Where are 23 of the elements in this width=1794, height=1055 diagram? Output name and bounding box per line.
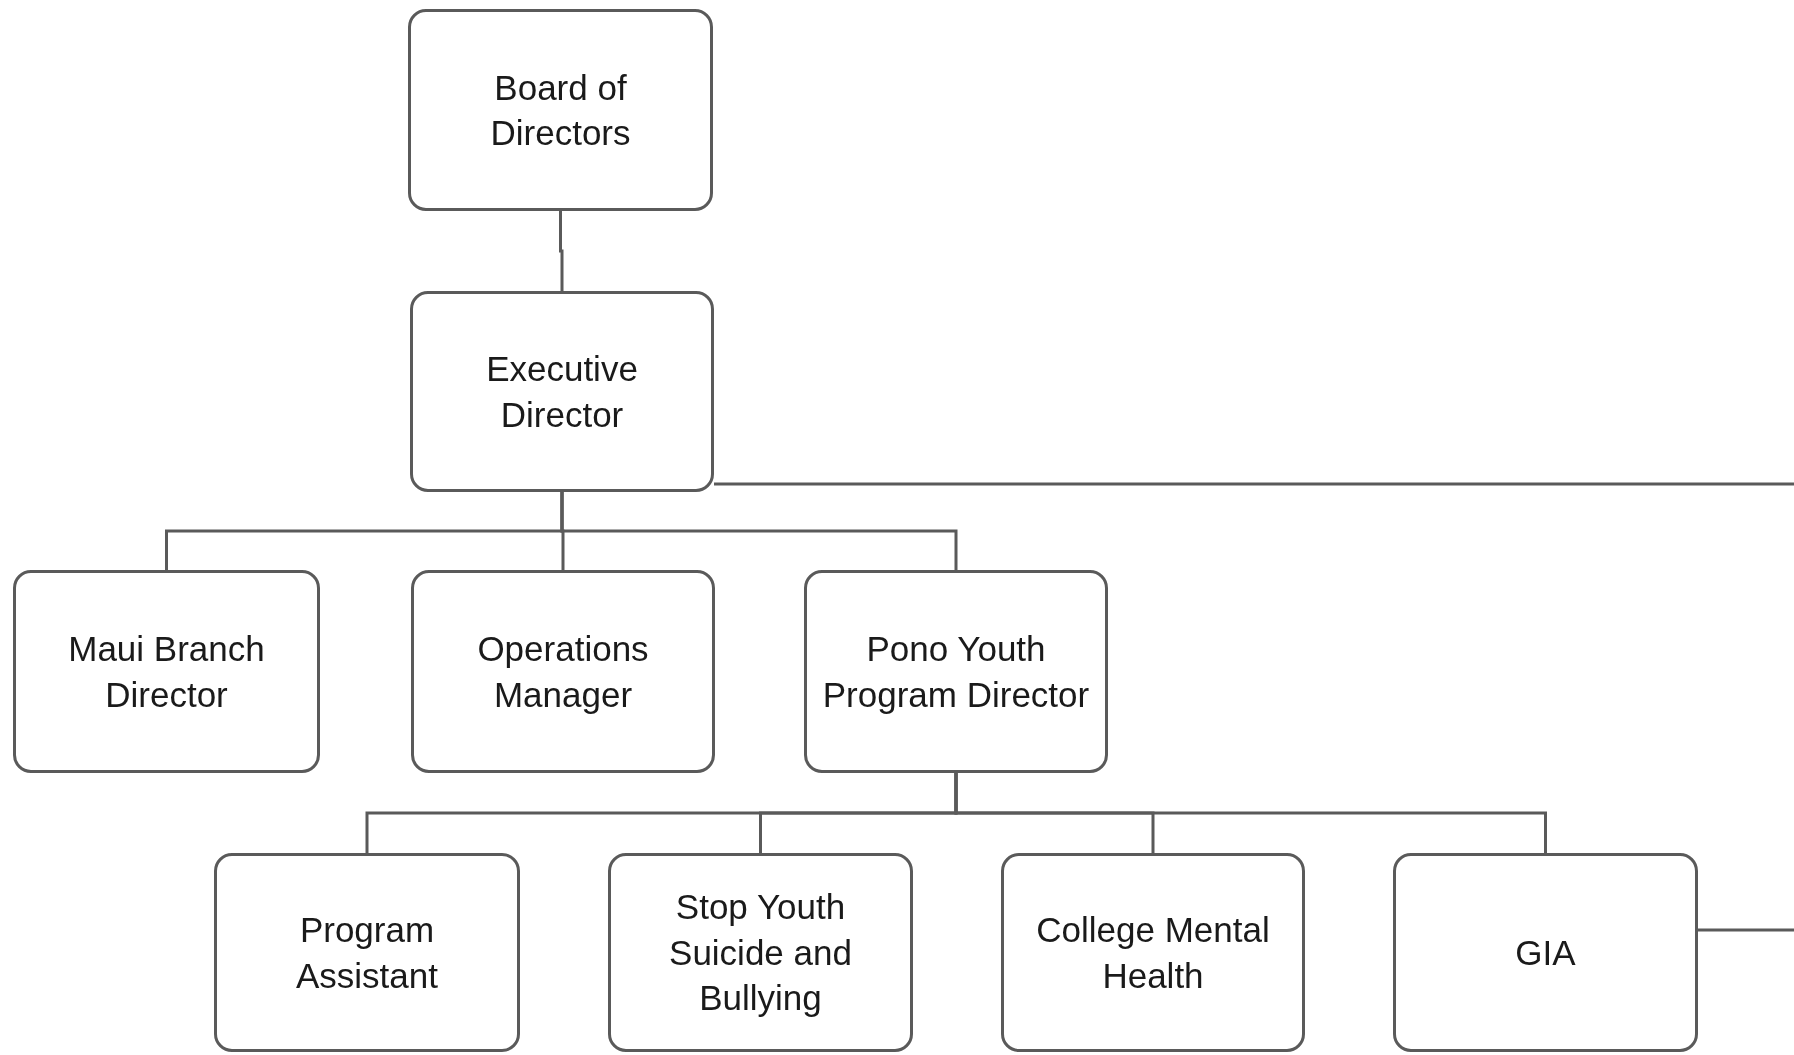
role-label: GIA <box>1515 931 1576 974</box>
org-box <box>804 570 1108 773</box>
org-box <box>214 853 520 1052</box>
org-box <box>411 570 715 773</box>
connector-line <box>1698 928 1794 932</box>
connector-line <box>954 773 1547 853</box>
role-label: Executive Director <box>485 348 639 436</box>
org-box <box>410 291 714 492</box>
role-label: Stop Youth Suicide and Bullying <box>668 886 853 1020</box>
org-box <box>1393 853 1698 1052</box>
role-label: Board of Directors <box>489 66 632 154</box>
role-label: Maui Branch Director <box>67 628 266 716</box>
connector-line <box>560 492 958 570</box>
role-label: College Mental Health <box>1035 909 1271 997</box>
org-box <box>13 570 320 773</box>
role-label: Program Assistant <box>295 909 439 997</box>
role-label: Operations Manager <box>476 628 650 716</box>
connector-line <box>714 482 1794 486</box>
org-box <box>1001 853 1305 1052</box>
role-label: Pono Youth Program Director <box>821 628 1091 716</box>
connector-line <box>559 211 564 291</box>
org-box <box>408 9 713 211</box>
org-box <box>608 853 913 1052</box>
